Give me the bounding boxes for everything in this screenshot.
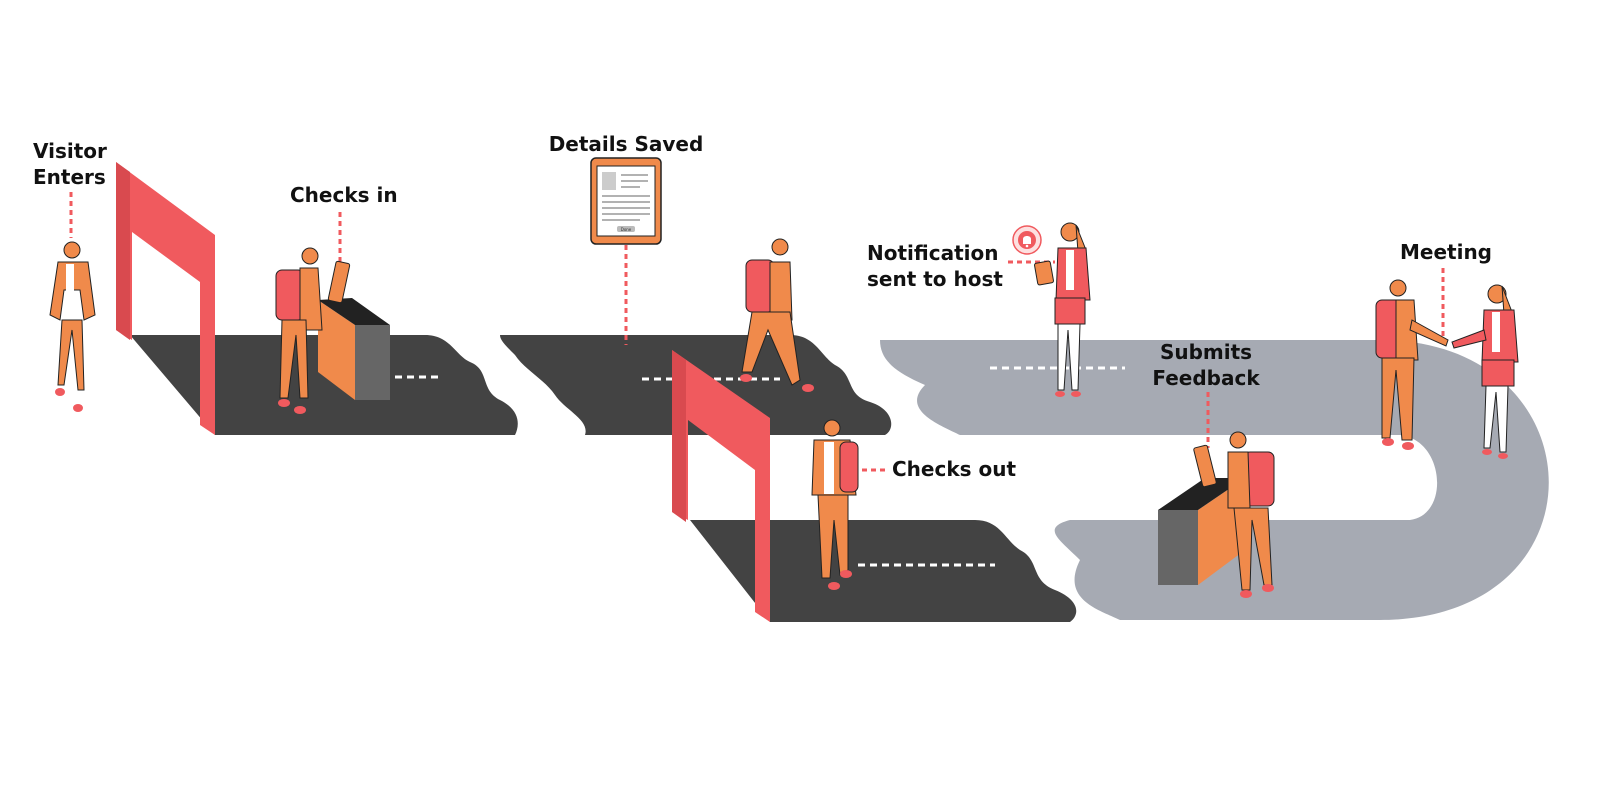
person-meeting-host [1451,284,1519,459]
person-checking-in [275,247,351,414]
label-notification-sent: Notification sent to host [867,241,1003,291]
person-checking-out [811,419,859,590]
label-submits-feedback: Submits Feedback [1152,340,1260,390]
label-details-saved: Details Saved [548,132,704,156]
person-walking [740,238,814,392]
person-meeting-visitor [1375,279,1449,450]
entrance-gate [116,162,215,435]
road-dark-segment-1 [130,335,518,435]
road-dashes [395,366,1125,567]
label-meeting: Meeting [1400,240,1493,264]
checkin-desk [318,298,390,400]
person-visitor-entering [49,241,96,412]
tablet-done-label: Done [621,227,632,232]
person-host-notified [1034,222,1091,397]
label-visitor-enters: Visitor Enters [33,139,107,189]
bell-icon [1012,225,1042,255]
person-submitting-feedback [1193,431,1275,598]
label-checks-in: Checks in [290,183,398,207]
tablet-icon: Done [590,157,662,245]
road-dark-segment-3 [690,520,1077,622]
label-checks-out: Checks out [892,457,1017,481]
exit-gate [672,350,770,622]
